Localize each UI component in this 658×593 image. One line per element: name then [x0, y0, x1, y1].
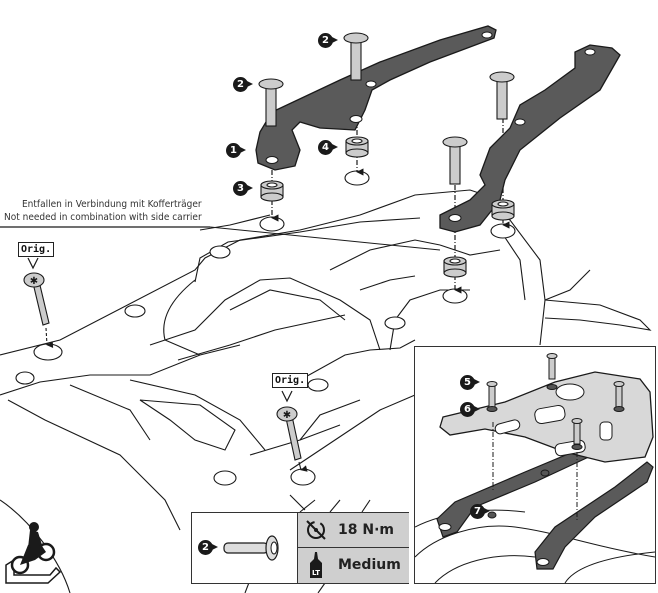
bolts	[258, 32, 515, 185]
motorcycle-tail-outline	[0, 189, 652, 593]
right-bracket	[439, 44, 621, 233]
spec-part-panel: 2	[192, 513, 296, 583]
mount-holes	[33, 170, 516, 486]
callout-4: 4	[318, 140, 338, 155]
torque-wrench-icon	[306, 520, 326, 540]
threadlock-value: Medium	[338, 557, 401, 573]
callout-3: 3	[233, 181, 253, 196]
callout-1: 1	[226, 143, 246, 158]
callout-7: 7	[470, 504, 490, 519]
spec-values-panel: 18 N·m LT Medium	[297, 513, 409, 583]
spec-box: 2 18 N·m LT Medium	[191, 512, 409, 584]
loctite-bottle-icon: LT	[310, 552, 322, 578]
bolt-right-front	[442, 136, 468, 185]
bolt-left	[258, 78, 284, 127]
bolt-center	[343, 32, 369, 81]
torque-value: 18 N·m	[338, 522, 394, 538]
svg-text:✱: ✱	[30, 276, 38, 287]
spacer-3	[260, 180, 284, 202]
spec-callout-2: 2	[198, 540, 218, 555]
motorcycle-mounting-icon	[5, 522, 62, 584]
inset-left-rail	[436, 446, 595, 538]
callout-2-left: 2	[233, 77, 253, 92]
callout-2-center: 2	[318, 33, 338, 48]
original-screw-right: ✱	[276, 406, 308, 472]
frame-holes	[15, 245, 406, 486]
orig-tag-left: Orig.	[18, 242, 55, 257]
svg-text:✱: ✱	[283, 410, 291, 421]
left-bracket	[255, 25, 497, 171]
spacer-4	[345, 136, 369, 158]
original-screw-left: ✱	[23, 272, 54, 348]
orig-tag-right: Orig.	[272, 373, 309, 388]
inset-right-rail	[534, 461, 654, 570]
bolt-right-rear	[489, 71, 515, 120]
callout-6: 6	[460, 402, 480, 417]
threadlock-row: LT Medium	[298, 548, 409, 582]
spacer-right-front	[443, 256, 467, 278]
note-german: Entfallen in Verbindung mit Kofferträger	[22, 199, 202, 210]
spec-bolt-icon	[223, 535, 279, 561]
spacer-right-rear	[491, 199, 515, 221]
note-english: Not needed in combination with side carr…	[4, 212, 202, 223]
inset-drawing	[414, 353, 656, 584]
loctite-label: LT	[312, 569, 320, 577]
callout-5: 5	[460, 375, 480, 390]
spacers	[260, 136, 515, 278]
inset-top-plate: 5 6 7	[414, 346, 656, 584]
torque-row: 18 N·m	[298, 513, 409, 548]
